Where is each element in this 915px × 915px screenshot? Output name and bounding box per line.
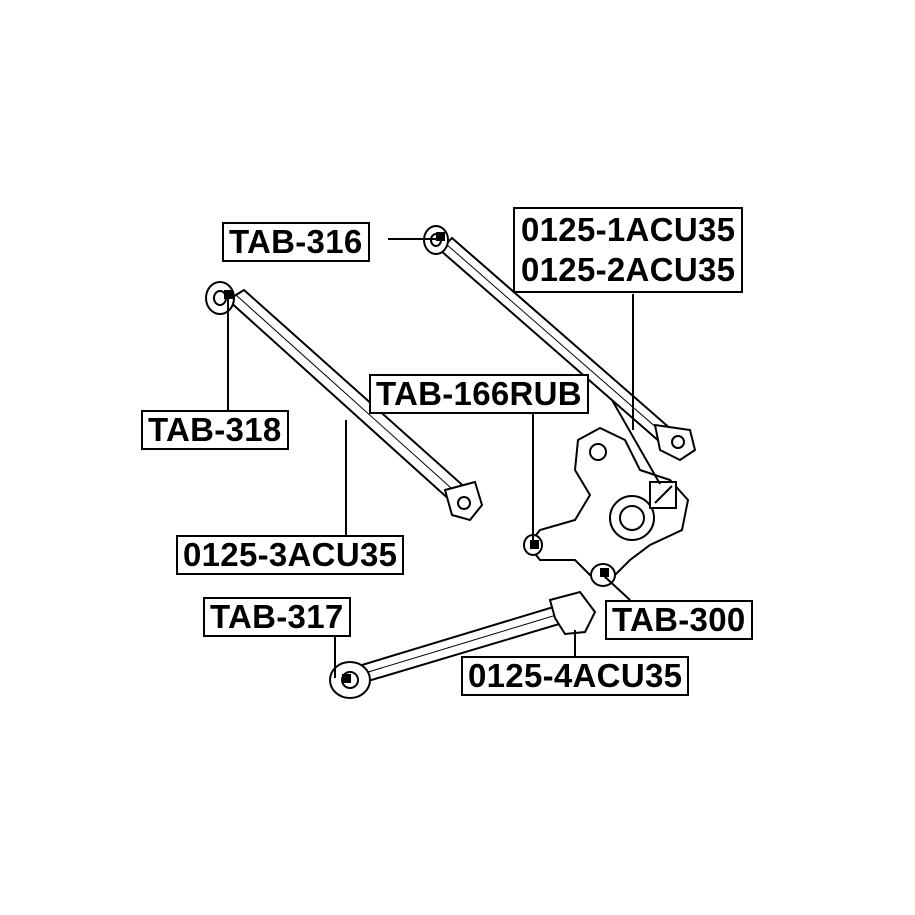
label-0125-1acu35: 0125-1ACU35 — [521, 211, 736, 248]
label-0125-2acu35: 0125-2ACU35 — [521, 251, 736, 288]
lower-arm-4 — [329, 590, 597, 699]
label-0125-3acu35: 0125-3ACU35 — [176, 535, 405, 575]
upper-control-arm — [423, 225, 697, 462]
lateral-arm-3 — [205, 281, 484, 522]
label-upper-arm-part-numbers: 0125-1ACU35 0125-2ACU35 — [513, 207, 744, 293]
steering-knuckle — [523, 426, 690, 587]
label-tab-166rub: TAB-166RUB — [369, 374, 589, 414]
bushing-markers — [224, 232, 609, 683]
label-tab-316: TAB-316 — [222, 222, 370, 262]
label-tab-318: TAB-318 — [141, 410, 289, 450]
leader-lines — [227, 238, 661, 678]
label-tab-317: TAB-317 — [203, 597, 351, 637]
label-0125-4acu35: 0125-4ACU35 — [461, 656, 690, 696]
label-tab-300: TAB-300 — [605, 600, 753, 640]
